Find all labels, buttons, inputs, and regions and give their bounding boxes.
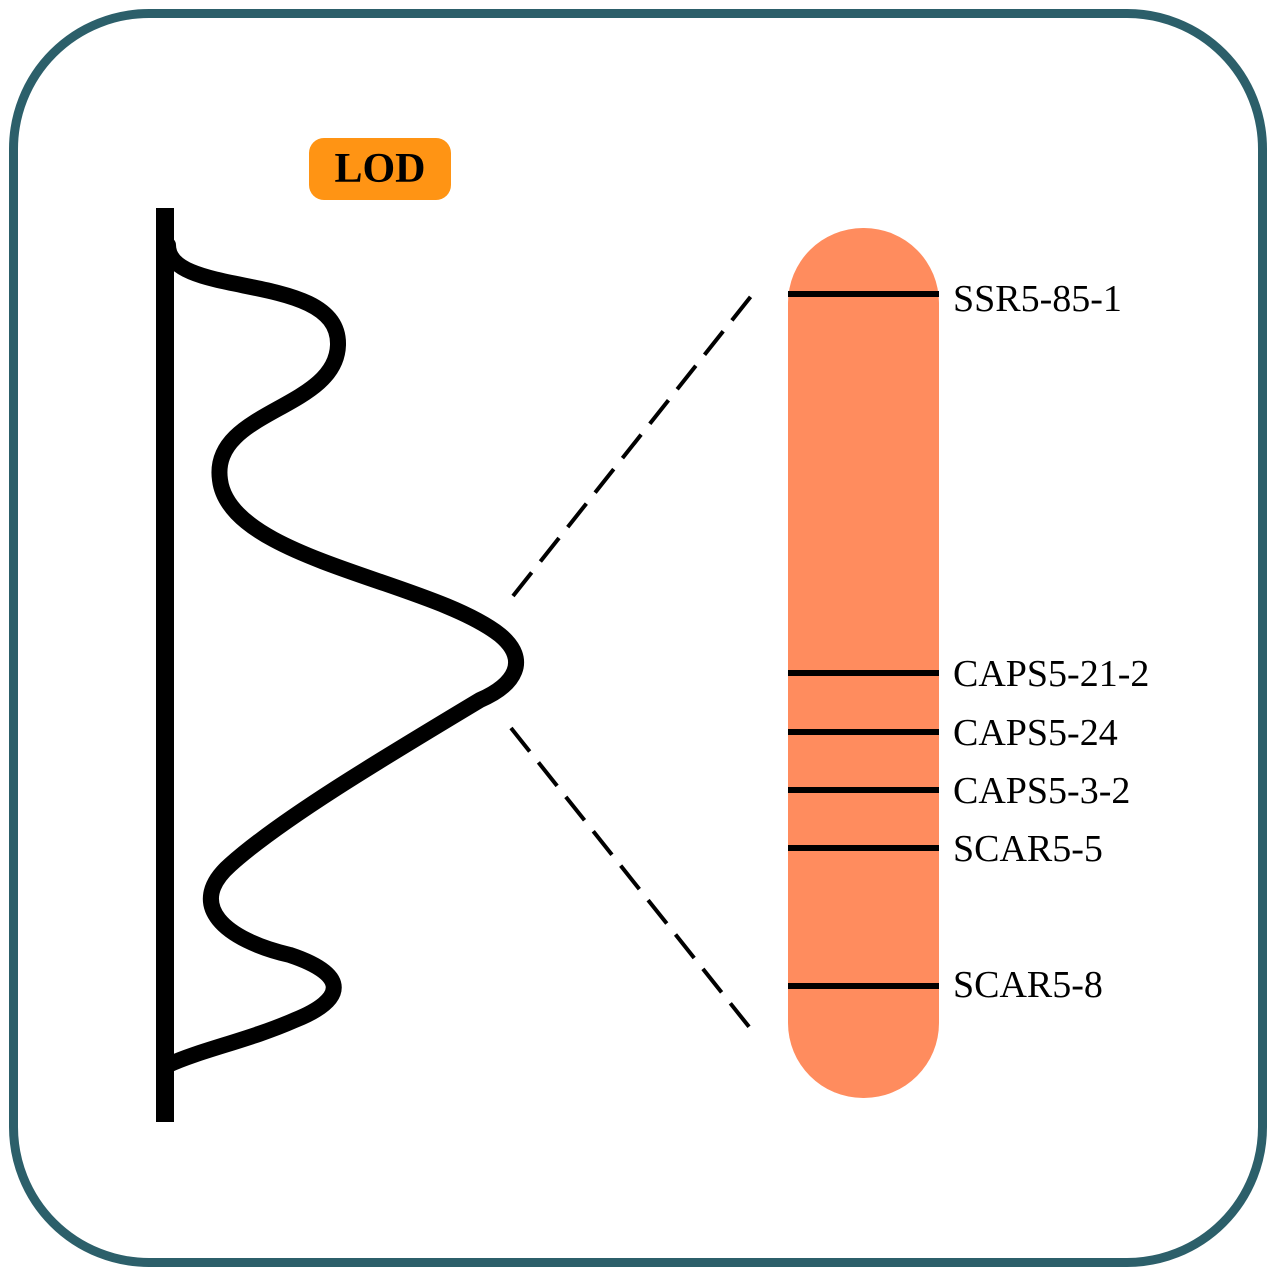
marker-label: SCAR5-5 [953,828,1103,870]
marker-label: SSR5-85-1 [953,278,1122,320]
marker-lines [788,291,939,989]
lod-label: LOD [334,146,426,192]
marker-label: CAPS5-3-2 [953,770,1131,812]
marker-label: CAPS5-24 [953,712,1118,754]
zoom-line-upper [511,293,754,598]
rounded-frame [9,9,1267,1267]
marker-label: CAPS5-21-2 [953,653,1150,695]
lod-curve [160,237,525,1073]
chromosome-bar [788,228,939,1098]
marker-label: SCAR5-8 [953,964,1103,1006]
lod-badge: LOD [309,138,451,200]
zoom-line-lower [509,726,752,1030]
